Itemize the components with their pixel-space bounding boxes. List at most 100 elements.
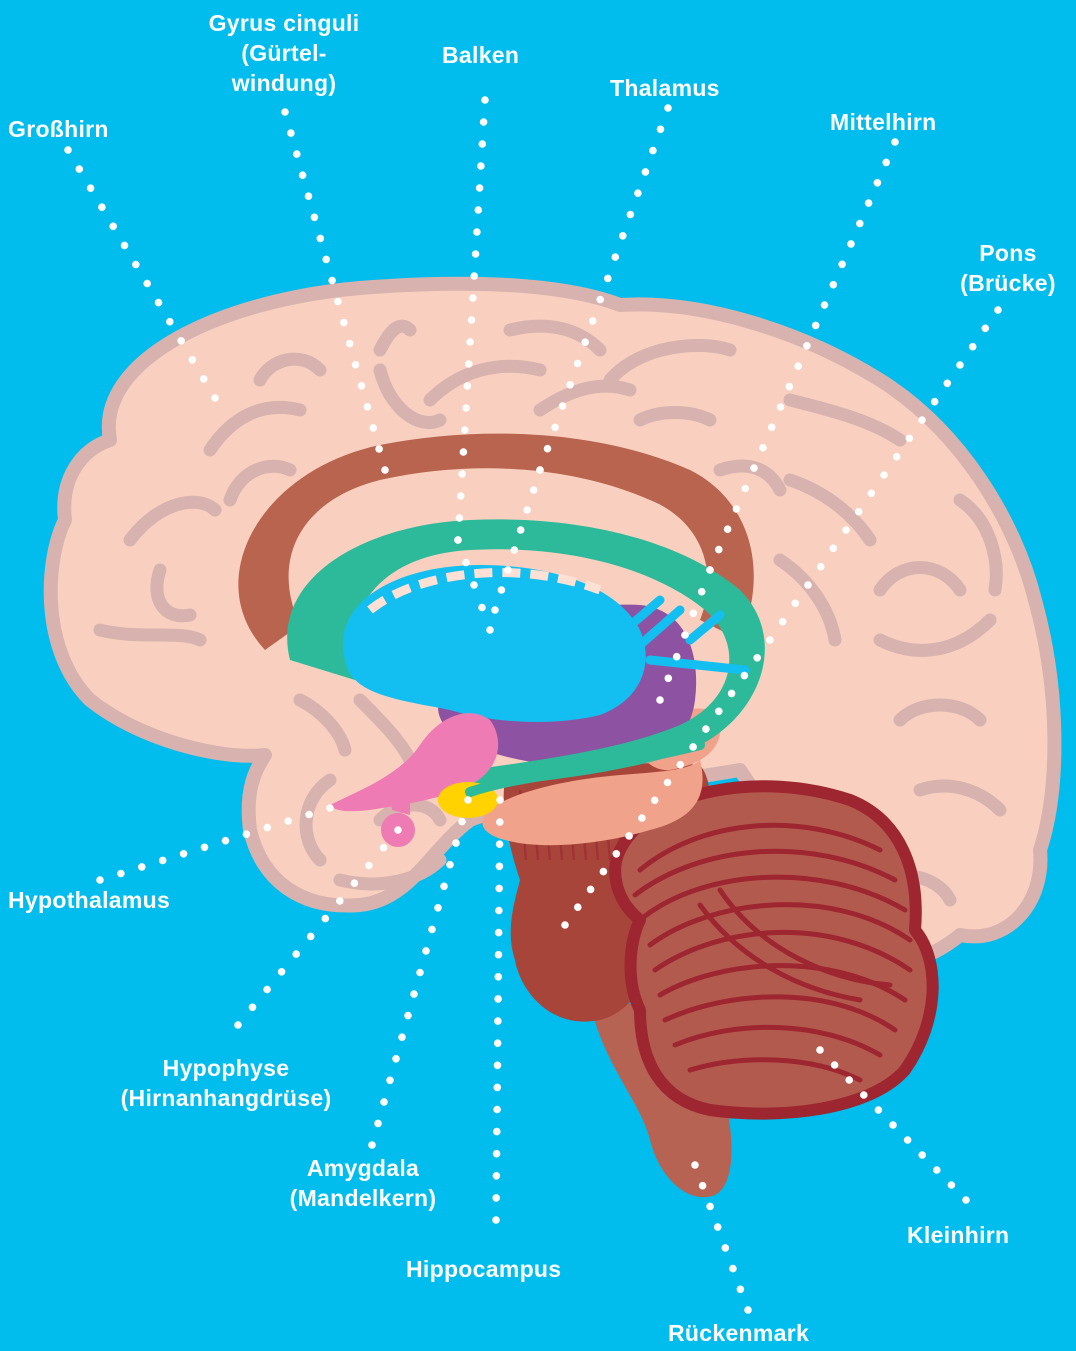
leader-dot [493, 1128, 501, 1136]
leader-dot [201, 844, 209, 852]
leader-dot [962, 1196, 970, 1204]
leader-dot [587, 886, 595, 894]
leader-dot [651, 797, 659, 805]
leader-dot [486, 626, 494, 634]
leader-dot [574, 360, 582, 368]
leader-dot [264, 824, 272, 832]
cerebellum-shape [615, 786, 932, 1113]
leader-dot [722, 1244, 730, 1252]
leader-dot [656, 696, 664, 704]
leader-dot [398, 1033, 406, 1041]
leader-dot [699, 1182, 707, 1190]
leader-dot [875, 1106, 883, 1114]
leader-dot [492, 1194, 500, 1202]
leader-dot [404, 1012, 412, 1020]
leader-dot [706, 1203, 714, 1211]
leader-dot [76, 165, 84, 173]
leader-dot [138, 863, 146, 871]
leader-dot [750, 464, 758, 472]
leader-dot [352, 361, 360, 369]
leader-dot [326, 804, 334, 812]
leader-dot [882, 159, 890, 167]
label-gyrus-line-3: windung) [198, 68, 370, 98]
leader-dot [889, 1121, 897, 1129]
leader-dot [305, 192, 313, 200]
leader-dot [322, 915, 330, 923]
leader-dot [422, 947, 430, 955]
leader-dot [638, 814, 646, 822]
leader-dot [351, 879, 359, 887]
leader-dot [222, 837, 230, 845]
leader-dot [855, 508, 863, 516]
leader-dot [481, 96, 489, 104]
leader-dot [856, 220, 864, 228]
leader-dot [468, 316, 476, 324]
leader-dot [132, 261, 140, 269]
leader-dot [530, 486, 538, 494]
leader-dot [681, 631, 689, 639]
leader-dot [838, 261, 846, 269]
leader-dot [469, 294, 477, 302]
leader-dot [87, 184, 95, 192]
leader-dot [460, 448, 468, 456]
leader-dot [322, 256, 330, 264]
label-hypophyse: Hypophyse (Hirnanhangdrüse) [104, 1053, 348, 1113]
leader-dot [479, 140, 487, 148]
leader-dot [779, 618, 787, 626]
leader-dot [278, 968, 286, 976]
leader-dot [496, 796, 504, 804]
leader-dot [948, 1181, 956, 1189]
leader-dot [375, 445, 383, 453]
leader-dot [831, 1061, 839, 1069]
leader-dot [581, 338, 589, 346]
leader-dot [180, 850, 188, 858]
leader-dot [96, 876, 104, 884]
label-gyrus-cinguli: Gyrus cinguli (Gürtel- windung) [198, 8, 370, 98]
leader-dot [551, 424, 559, 432]
leader-dot [702, 725, 710, 733]
leader-dot [495, 929, 503, 937]
leader-dot [494, 1084, 502, 1092]
leader-dot [956, 361, 964, 369]
leader-dot [657, 126, 665, 134]
leader-dot [293, 150, 301, 158]
leader-dot [494, 1039, 502, 1047]
leader-dot [821, 301, 829, 309]
leader-dot [830, 281, 838, 289]
leader-dot [893, 453, 901, 461]
leader-dot [504, 566, 512, 574]
leader-dot [365, 862, 373, 870]
leader-dot [454, 536, 462, 544]
leader-dot [381, 466, 389, 474]
label-kleinhirn: Kleinhirn [907, 1220, 1009, 1250]
label-grosshirn: Großhirn [8, 114, 109, 144]
leader-dot [868, 490, 876, 498]
label-pons-line-1: Pons [952, 238, 1064, 268]
leader-dot [328, 277, 336, 285]
leader-dot [816, 1046, 824, 1054]
leader-dot [462, 404, 470, 412]
leader-dot [812, 322, 820, 330]
leader-dot [574, 903, 582, 911]
leader-dot [891, 138, 899, 146]
leader-dot [496, 863, 504, 871]
leader-dot [729, 1265, 737, 1273]
leader-dot [281, 108, 289, 116]
leader-dot [494, 1017, 502, 1025]
leader-dot [874, 179, 882, 187]
leader-dot [472, 250, 480, 258]
leader-dot [368, 1141, 376, 1149]
leader-dot [604, 275, 612, 283]
leader-dot [933, 1166, 941, 1174]
leader-dot [495, 907, 503, 915]
leader-dot [969, 343, 977, 351]
leader-dot [476, 184, 484, 192]
leader-dot [665, 675, 673, 683]
label-thalamus: Thalamus [610, 73, 720, 103]
leader-dot [466, 338, 474, 346]
leader-dot [155, 299, 163, 307]
leader-dot [464, 382, 472, 390]
leader-dot [380, 844, 388, 852]
leader-dot [690, 610, 698, 618]
leader-dot [440, 883, 448, 891]
